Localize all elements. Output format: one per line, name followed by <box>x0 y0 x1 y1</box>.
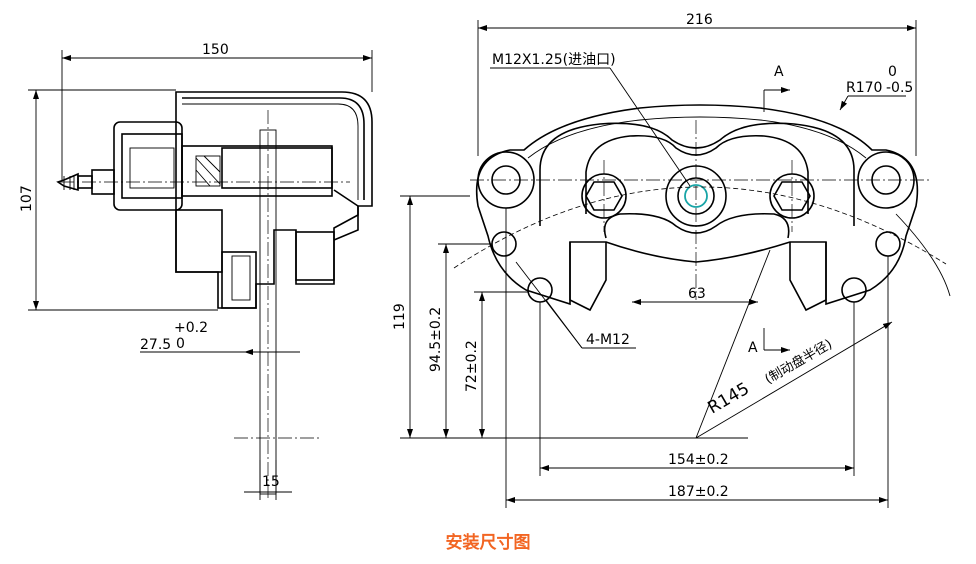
height-total-label: 119 <box>392 303 408 330</box>
height-holes-label: 94.5±0.2 <box>428 307 444 372</box>
offset-label: 27.5 <box>140 337 171 353</box>
height-lower-label: 72±0.2 <box>464 340 480 392</box>
side-dimensions: 150 107 27.5 +0.2 0 15 <box>19 42 373 493</box>
outer-radius-label: R170 <box>846 80 882 96</box>
diagram-caption: 安装尺寸图 <box>445 533 531 553</box>
front-view <box>453 104 951 312</box>
front-dimensions: 216 M12X1.25(进油口) A A R170 0 -0.5 119 94… <box>392 12 917 508</box>
section-a-bottom: A <box>748 340 758 356</box>
side-height-label: 107 <box>19 185 35 212</box>
outer-radius-tol-upper: 0 <box>888 64 897 80</box>
span-187-label: 187±0.2 <box>668 484 729 500</box>
outer-radius-tol-lower: -0.5 <box>886 80 913 96</box>
offset-tol-upper: +0.2 <box>174 320 208 336</box>
inlet-port-label: M12X1.25(进油口) <box>492 52 616 68</box>
front-width-label: 216 <box>686 12 713 28</box>
offset-tol-lower: 0 <box>176 336 185 352</box>
disc-thickness-label: 15 <box>262 474 280 490</box>
span-154-label: 154±0.2 <box>668 452 729 468</box>
mount-holes-label: 4-M12 <box>586 332 630 348</box>
side-width-label: 150 <box>202 42 229 58</box>
side-view <box>56 91 373 500</box>
spacing-63-label: 63 <box>688 286 706 302</box>
section-a-top: A <box>774 64 784 80</box>
